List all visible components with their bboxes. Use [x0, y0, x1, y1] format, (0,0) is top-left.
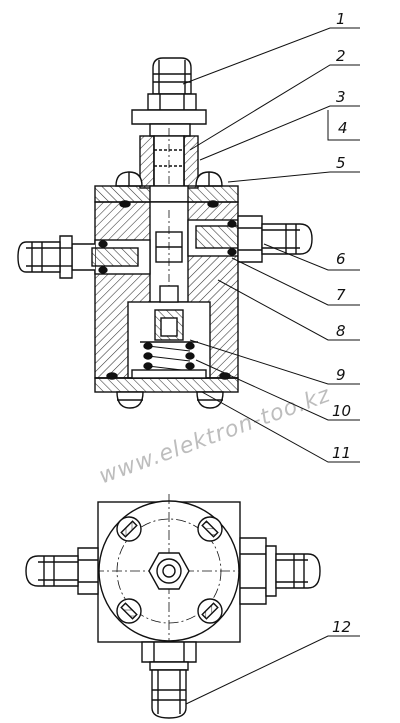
- valve-stem: [155, 210, 183, 303]
- plan-left-fitting: [25, 547, 99, 595]
- callout-11: 11: [332, 444, 351, 462]
- plan-view: [25, 494, 321, 719]
- plan-bolt-heads: [116, 516, 223, 624]
- callout-3: 3: [336, 88, 346, 106]
- bottom-cap-screws: [116, 391, 224, 409]
- callout-1: 1: [336, 10, 346, 28]
- screw-housing: [139, 128, 199, 196]
- right-port-fitting: [195, 215, 313, 263]
- callout-7: 7: [336, 286, 346, 304]
- callout-4: 4: [338, 119, 348, 137]
- section-view: [17, 57, 313, 409]
- callout-6: 6: [336, 250, 346, 268]
- callout-8: 8: [336, 322, 346, 340]
- bottom-cover-plate: [94, 377, 239, 393]
- callout-12: 12: [332, 618, 351, 636]
- callout-2: 2: [336, 47, 346, 65]
- plan-right-fitting: [239, 537, 321, 605]
- plan-bottom-fitting: [141, 641, 197, 719]
- callout-leaders: [182, 27, 360, 705]
- spring-plunger: [131, 309, 207, 379]
- left-port-fitting: [17, 235, 139, 279]
- callout-5: 5: [336, 154, 346, 172]
- plan-center-hex-nut: [148, 552, 190, 590]
- callout-9: 9: [336, 366, 346, 384]
- top-cap-screws: [115, 171, 223, 187]
- callout-numbers: 1 2 3 4 5 6 7 8 9 10 11 12: [332, 10, 351, 636]
- top-fitting: [131, 57, 207, 137]
- callout-10: 10: [332, 402, 351, 420]
